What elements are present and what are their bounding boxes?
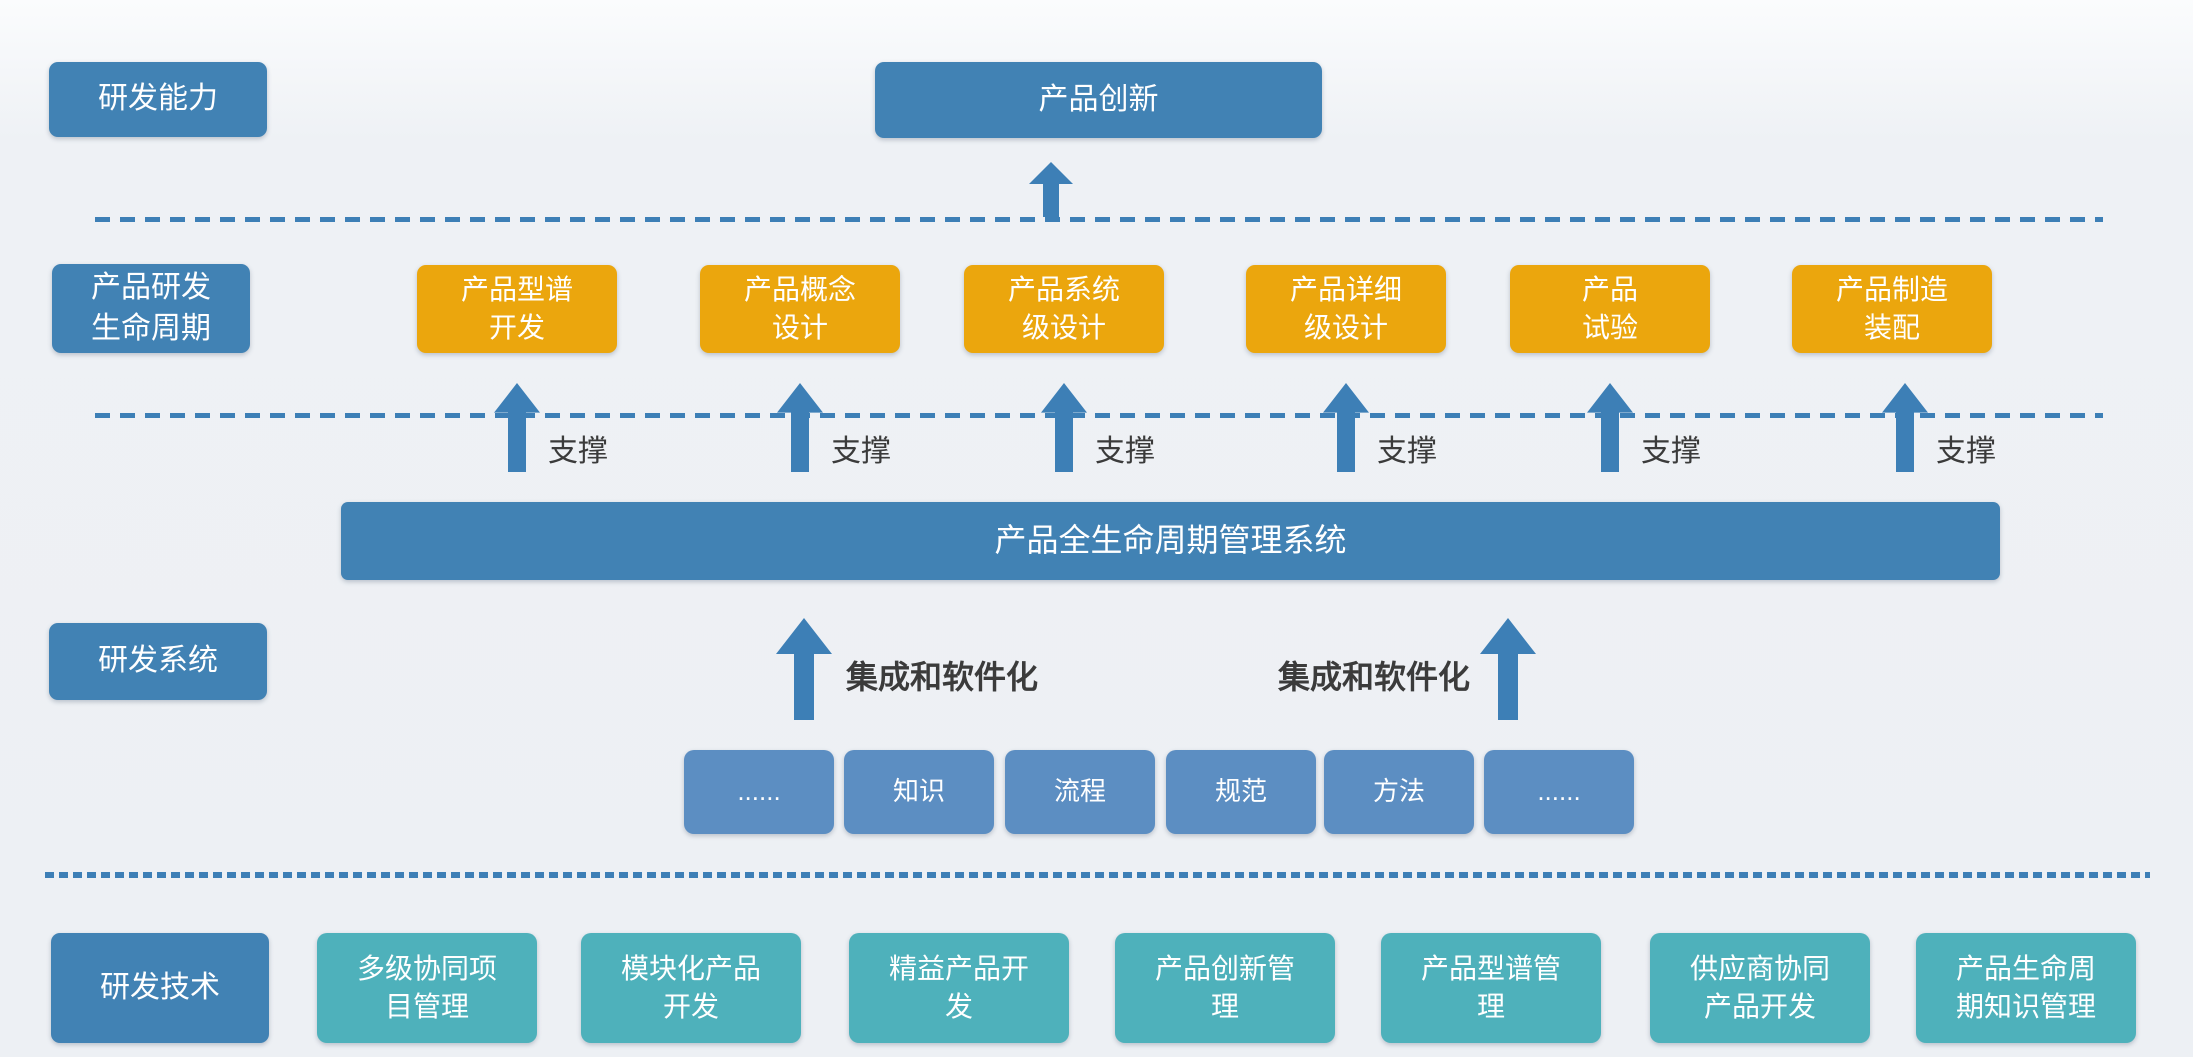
stage-system-design: 产品系统 级设计 [964,265,1164,353]
system-element-method: 方法 [1324,750,1474,834]
integration-label: 集成和软件化 [1278,659,1471,695]
support-label: 支撑 [1377,435,1437,468]
stage-manufacture-assembly: 产品制造 装配 [1792,265,1992,353]
support-arrow-icon [777,383,823,472]
support-label: 支撑 [548,435,608,468]
support-label: 支撑 [1936,435,1996,468]
dashed-divider-bottom [45,872,2150,878]
tech-spectrum-mgmt: 产品型谱管 理 [1381,933,1601,1043]
up-arrow-icon [1029,162,1073,217]
row-label-rd-lifecycle: 产品研发 生命周期 [52,264,250,353]
system-element-ellipsis: ...... [1484,750,1634,834]
dashed-divider-top [95,217,2103,222]
integration-arrow-icon [776,618,832,720]
row-label-rd-technology: 研发技术 [51,933,269,1043]
row-label-rd-system: 研发系统 [49,623,267,700]
stage-product-spectrum-dev: 产品型谱 开发 [417,265,617,353]
system-element-standard: 规范 [1166,750,1316,834]
support-arrow-icon [1041,383,1087,472]
tech-lifecycle-knowledge-mgmt: 产品生命周 期知识管理 [1916,933,2136,1043]
stage-product-test: 产品 试验 [1510,265,1710,353]
tech-multilevel-project-mgmt: 多级协同项 目管理 [317,933,537,1043]
tech-lean-product-dev: 精益产品开 发 [849,933,1069,1043]
support-label: 支撑 [1095,435,1155,468]
support-arrow-icon [1323,383,1369,472]
plm-system-bar: 产品全生命周期管理系统 [341,502,2000,580]
system-element-process: 流程 [1005,750,1155,834]
support-arrow-icon [1587,383,1633,472]
tech-modular-product-dev: 模块化产品 开发 [581,933,801,1043]
integration-arrow-icon [1480,618,1536,720]
row-label-rd-capability: 研发能力 [49,62,267,137]
stage-detail-design: 产品详细 级设计 [1246,265,1446,353]
tech-innovation-mgmt: 产品创新管 理 [1115,933,1335,1043]
system-element-knowledge: 知识 [844,750,994,834]
system-element-ellipsis: ...... [684,750,834,834]
stage-concept-design: 产品概念 设计 [700,265,900,353]
support-arrow-icon [1882,383,1928,472]
support-label: 支撑 [1641,435,1701,468]
support-label: 支撑 [831,435,891,468]
tech-supplier-collab-dev: 供应商协同 产品开发 [1650,933,1870,1043]
support-arrow-icon [494,383,540,472]
integration-label: 集成和软件化 [846,659,1039,695]
product-innovation-box: 产品创新 [875,62,1322,138]
dashed-divider-middle [95,413,2103,418]
